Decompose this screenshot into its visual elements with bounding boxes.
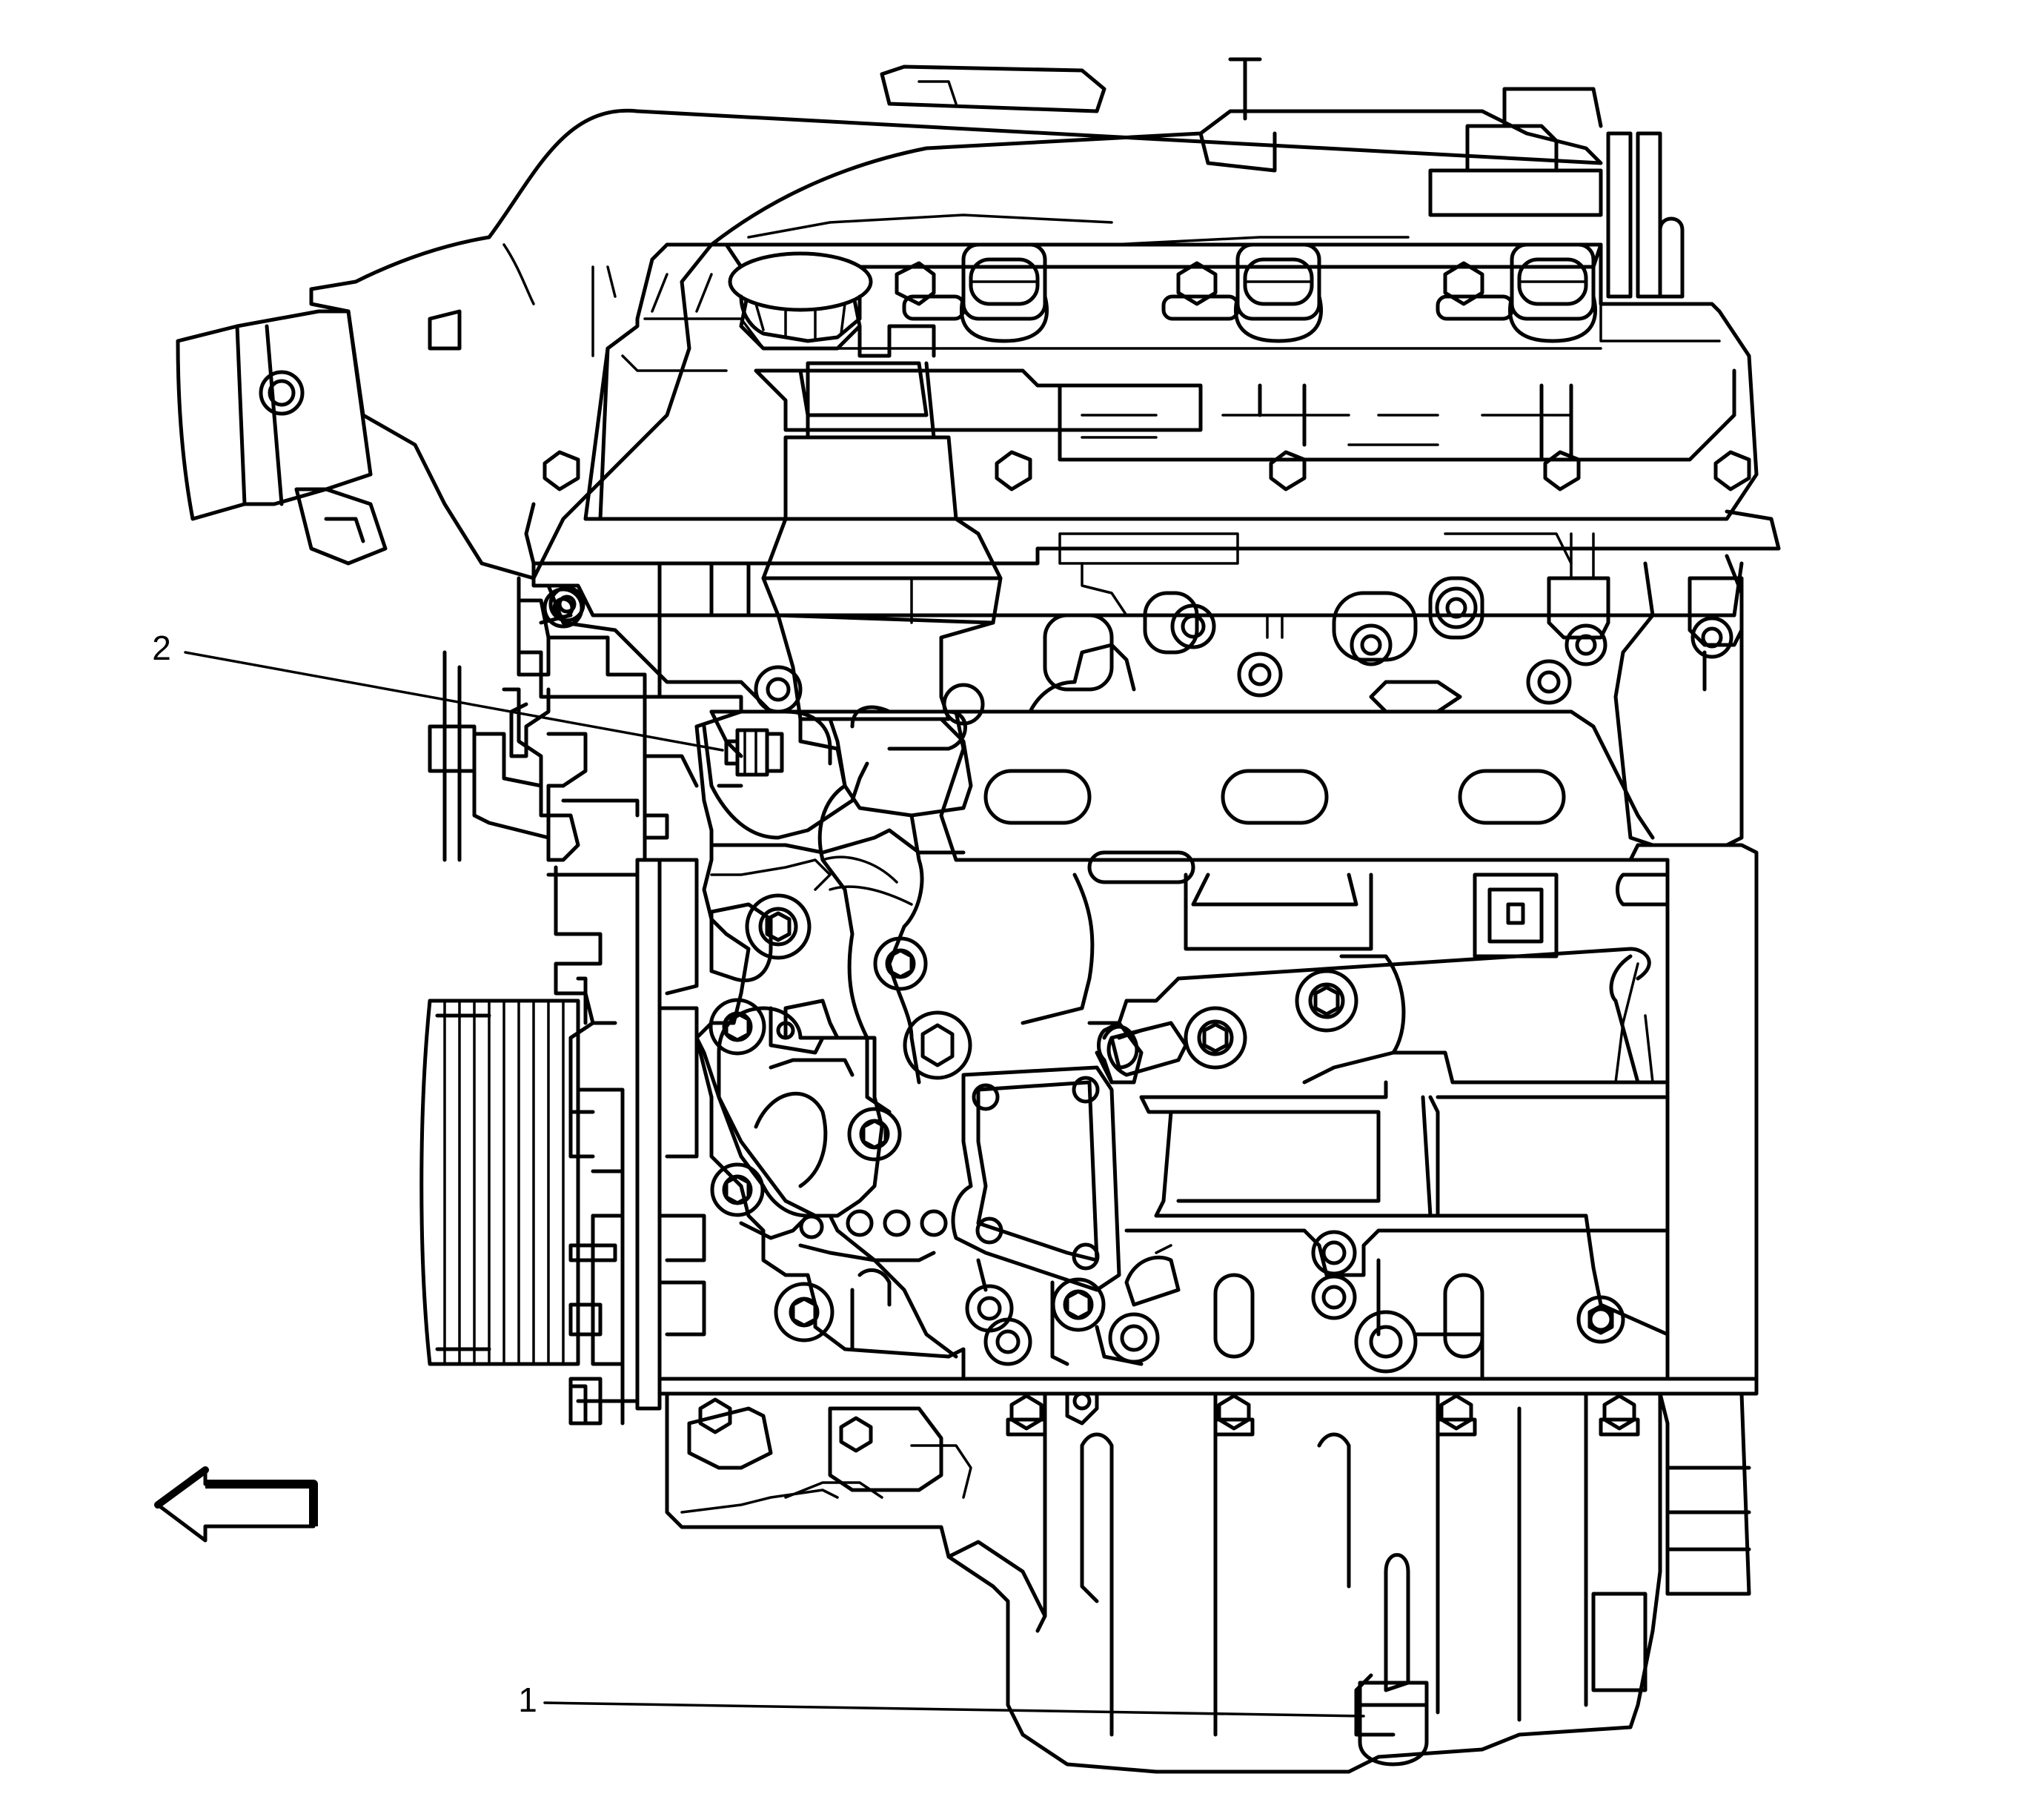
cover-bolts bbox=[542, 450, 1751, 491]
oil-pan bbox=[657, 1377, 1759, 1774]
oil-filter-housing bbox=[754, 324, 1003, 818]
crankshaft-balancer bbox=[419, 999, 580, 1366]
oil-fill-cap bbox=[728, 251, 873, 351]
ignition-coils bbox=[895, 242, 1598, 343]
intake-manifold bbox=[309, 57, 1685, 580]
engine-block bbox=[709, 709, 1759, 1381]
oil-pipe bbox=[817, 717, 924, 1114]
water-inlet-flange bbox=[951, 1021, 1173, 1292]
lower-bosses bbox=[774, 1258, 1160, 1366]
callout-label-1: 1 bbox=[518, 1681, 537, 1719]
arrow-left-icon bbox=[154, 1466, 318, 1543]
callout-label-2: 2 bbox=[152, 629, 171, 667]
throttle-body bbox=[176, 309, 388, 566]
oil-pump-housing bbox=[709, 893, 972, 1262]
oil-pressure-sensor bbox=[724, 728, 784, 777]
callout-leaders bbox=[184, 651, 1365, 1718]
valve-cover bbox=[583, 242, 1759, 521]
oil-drain-plug bbox=[1358, 1681, 1429, 1767]
